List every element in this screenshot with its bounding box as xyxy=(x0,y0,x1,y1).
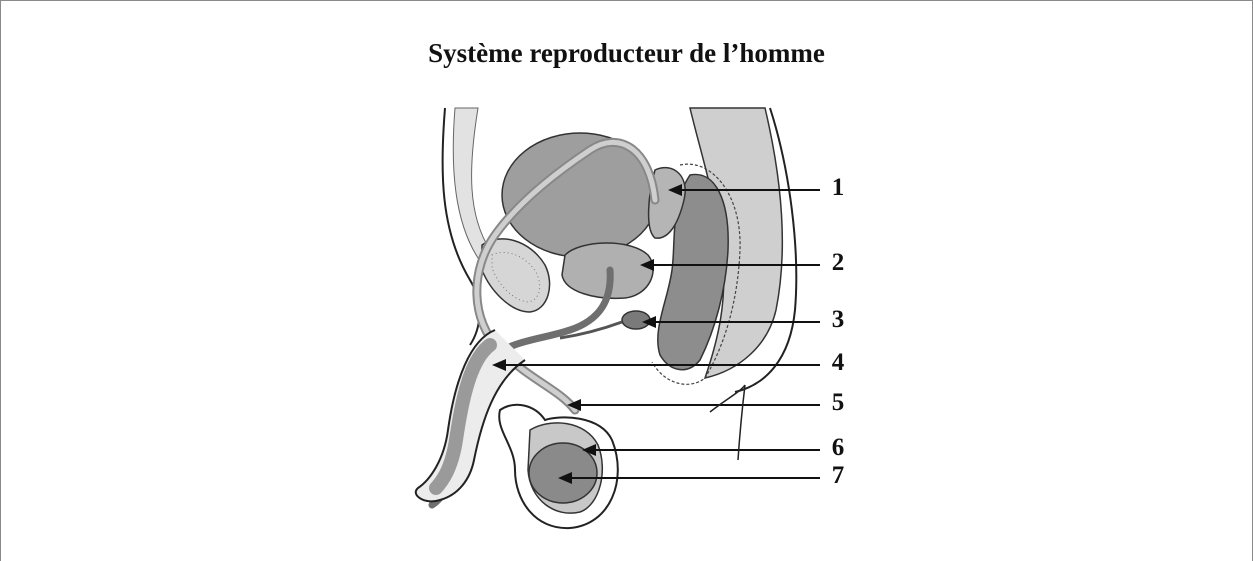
label-6: 6 xyxy=(825,434,851,462)
label-3: 3 xyxy=(825,306,851,334)
label-5: 5 xyxy=(825,389,851,417)
pubic-bone xyxy=(482,239,550,312)
label-2: 2 xyxy=(825,249,851,277)
abdominal-wall-band xyxy=(453,108,490,258)
label-7: 7 xyxy=(825,462,851,490)
label-1: 1 xyxy=(825,174,851,202)
label-4: 4 xyxy=(825,349,851,377)
bulbourethral-gland xyxy=(622,311,650,329)
skin-fold-lines xyxy=(710,385,745,460)
